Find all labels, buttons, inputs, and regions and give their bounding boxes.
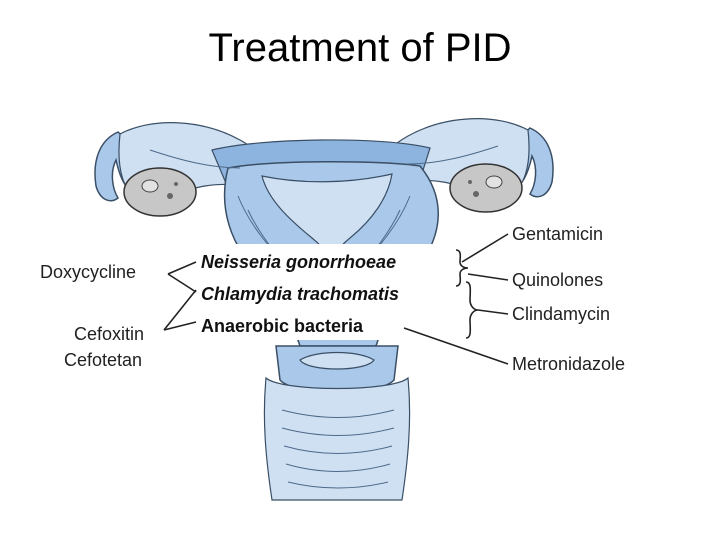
ovarian-follicle <box>174 182 178 186</box>
drug-clindamycin: Clindamycin <box>512 304 610 324</box>
ovarian-follicle <box>486 176 502 188</box>
drug-gentamicin: Gentamicin <box>512 224 603 244</box>
organism-chlamydia: Chlamydia trachomatis <box>201 284 399 304</box>
drug-cefoxitin: Cefoxitin <box>74 324 144 344</box>
leader-doxycycline-chlamydia <box>168 274 196 292</box>
right-ovary <box>450 164 522 212</box>
leader-doxycycline-neisseria <box>168 262 196 274</box>
cervical-os <box>300 353 374 370</box>
leader-quinolones <box>468 274 508 280</box>
ovarian-follicle <box>167 193 173 199</box>
leader-clindamycin <box>478 310 508 314</box>
brace-neisseria <box>456 250 468 286</box>
leader-metronidazole <box>404 328 508 364</box>
organism-neisseria: Neisseria gonorrhoeae <box>201 252 396 272</box>
ovarian-follicle <box>473 191 479 197</box>
organism-anaerobic: Anaerobic bacteria <box>201 316 364 336</box>
ovarian-follicle <box>142 180 158 192</box>
ovarian-follicle <box>468 180 472 184</box>
left-ovary <box>124 168 196 216</box>
brace-clindamycin <box>466 282 478 338</box>
drug-doxycycline: Doxycycline <box>40 262 136 282</box>
drug-metronidazole: Metronidazole <box>512 354 625 374</box>
drug-quinolones: Quinolones <box>512 270 603 290</box>
leader-gentamicin <box>462 234 508 262</box>
drug-cefotetan: Cefotetan <box>64 350 142 370</box>
